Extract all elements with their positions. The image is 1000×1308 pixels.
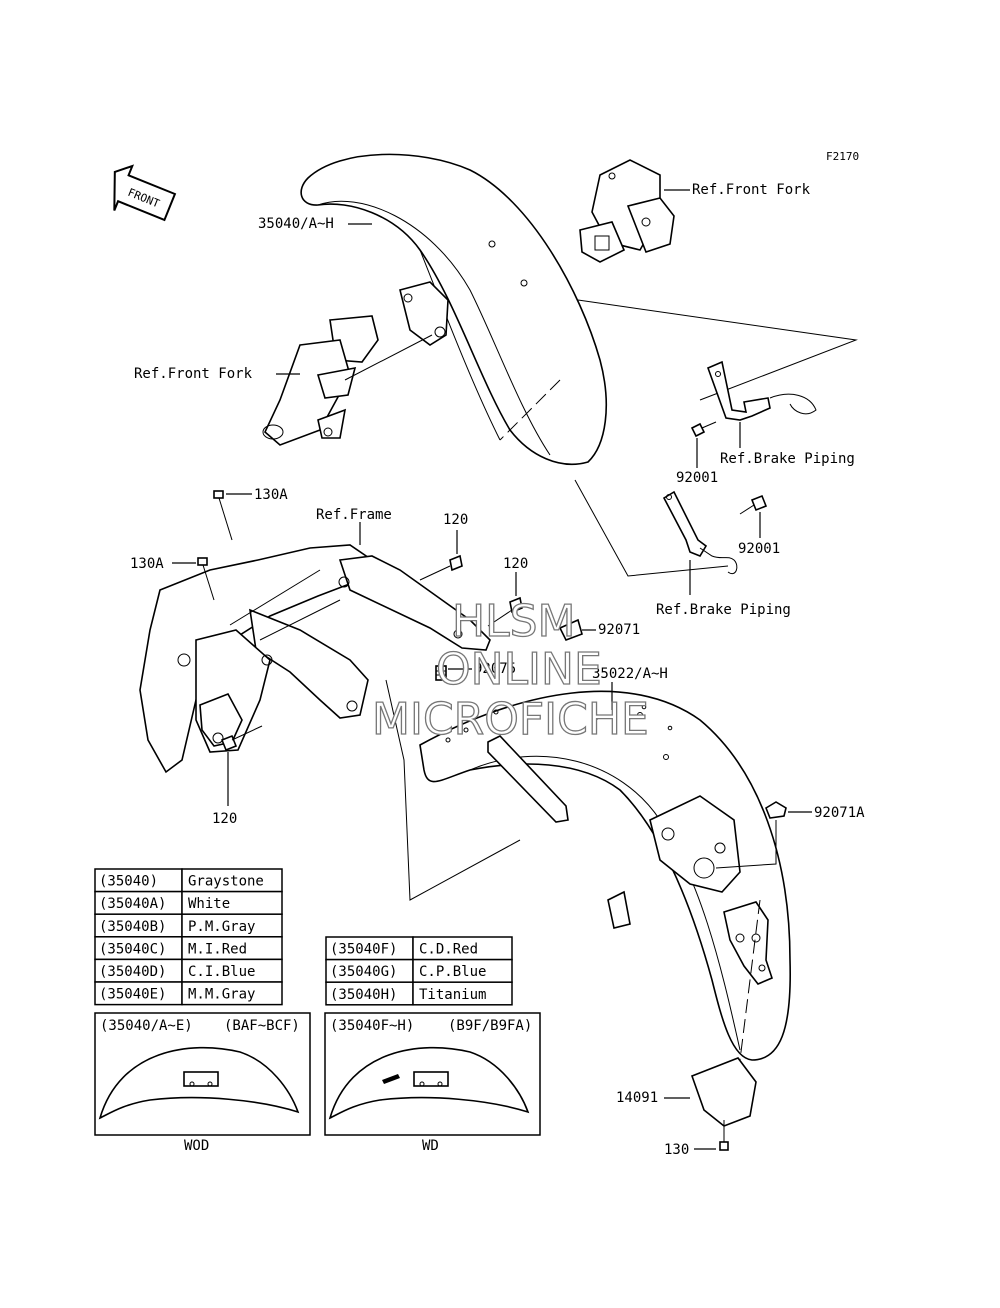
variant-range-wod: (35040/A~E): [100, 1018, 193, 1034]
color-name: P.M.Gray: [188, 919, 255, 935]
hidden-line-front: [499, 379, 561, 441]
color-name: C.I.Blue: [188, 964, 255, 980]
watermark-line-2: ONLINE: [436, 644, 602, 695]
label-ref-front-fork-top: Ref.Front Fork: [692, 182, 811, 198]
variant-box-wod: (35040/A~E) (BAF~BCF): [94, 1012, 311, 1136]
color-code: (35040E): [99, 987, 166, 1003]
figure-code: F2170: [826, 150, 859, 163]
part-14091: [690, 1057, 757, 1127]
color-name: Titanium: [419, 987, 486, 1003]
color-code: (35040G): [330, 964, 397, 980]
watermark-line-1: HLSM: [452, 596, 576, 647]
bolt-120-a: [419, 554, 463, 581]
color-code: (35040B): [99, 919, 166, 935]
color-row: (35040) Graystone: [94, 868, 283, 893]
variant-range-wd: (35040F~H): [330, 1018, 414, 1034]
variant-models-wd: (B9F/B9FA): [448, 1018, 532, 1034]
watermark-line-3: MICROFICHE: [372, 694, 649, 745]
color-row: (35040E) M.M.Gray: [94, 981, 283, 1006]
rear-frame: [139, 544, 491, 774]
label-14091: 14091: [616, 1090, 658, 1106]
color-row: (35040B) P.M.Gray: [94, 913, 283, 938]
color-code: (35040F): [330, 942, 397, 958]
color-row: (35040A) White: [94, 890, 283, 915]
label-ref-frame: Ref.Frame: [316, 507, 392, 523]
label-120-b: 120: [503, 556, 528, 572]
brake-piping-clamp-1: [706, 360, 817, 421]
bolt-130A-b: [197, 557, 215, 601]
color-table-right: (35040F) C.D.Red (35040G) C.P.Blue (35040H) T…: [325, 936, 513, 1006]
color-name: C.P.Blue: [419, 964, 486, 980]
color-name: Graystone: [188, 874, 264, 890]
part-92075: [435, 665, 447, 681]
bolt-130: [719, 1120, 729, 1151]
brake-piping-clamp-2: [662, 490, 738, 574]
label-ref-brake-piping-1: Ref.Brake Piping: [720, 451, 855, 467]
label-92001-a: 92001: [676, 470, 718, 486]
color-row: (35040C) M.I.Red: [94, 936, 283, 961]
bolt-92001-a: [690, 421, 717, 438]
part-92071A: [765, 801, 787, 819]
color-name: White: [188, 896, 230, 912]
leader-fender-brake-1: [577, 299, 858, 401]
label-ref-brake-piping-2: Ref.Brake Piping: [656, 602, 791, 618]
label-92071A: 92071A: [814, 805, 865, 821]
leader-fork-to-fender: [344, 334, 433, 381]
front-fork-upper: [579, 159, 675, 263]
leader-frame-fender: [385, 679, 521, 901]
variant-caption-wd: WD: [422, 1138, 439, 1154]
color-table-left: (35040) Graystone (35040A) White (35040B) P.M…: [94, 868, 283, 1006]
label-rear-fender: 35022/A~H: [592, 666, 668, 682]
label-130A-a: 130A: [254, 487, 288, 503]
color-code: (35040C): [99, 941, 166, 957]
label-130A-b: 130A: [130, 556, 164, 572]
label-front-fender: 35040/A~H: [258, 216, 334, 232]
label-130: 130: [664, 1142, 689, 1158]
color-row: (35040D) C.I.Blue: [94, 958, 283, 983]
label-92001-b: 92001: [738, 541, 780, 557]
label-ref-front-fork-left: Ref.Front Fork: [134, 366, 253, 382]
color-code: (35040A): [99, 896, 166, 912]
variant-caption-wod: WOD: [184, 1138, 209, 1154]
label-120-c: 120: [212, 811, 237, 827]
front-fender: [300, 153, 608, 466]
front-arrow-icon: FRONT: [113, 164, 177, 222]
bolt-130A-a: [213, 490, 233, 541]
variant-models-wod: (BAF~BCF): [224, 1018, 300, 1034]
hidden-line-rear: [739, 899, 761, 1061]
color-row: (35040G) C.P.Blue: [325, 958, 513, 983]
label-92075: 92075: [474, 661, 516, 677]
leader-fender-brake-2: [574, 479, 729, 577]
label-120-a: 120: [443, 512, 468, 528]
bolt-120-c: [220, 725, 263, 752]
leader-92071A-to-bracket: [715, 820, 777, 869]
color-code: (35040): [99, 874, 158, 890]
part-92071: [558, 618, 583, 642]
color-name: C.D.Red: [419, 942, 478, 958]
color-name: M.M.Gray: [188, 987, 255, 1003]
label-92071: 92071: [598, 622, 640, 638]
color-name: M.I.Red: [188, 941, 247, 957]
front-fork-lower: [262, 315, 379, 446]
color-row: (35040H) Titanium: [325, 981, 513, 1006]
bolt-92001-b: [739, 494, 768, 515]
color-row: (35040F) C.D.Red: [325, 936, 513, 961]
watermark: HLSM ONLINE MICROFICHE: [371, 595, 649, 745]
color-code: (35040H): [330, 987, 397, 1003]
bolt-120-b: [487, 596, 523, 627]
color-code: (35040D): [99, 964, 166, 980]
variant-box-wd: (35040F~H) (B9F/B9FA): [324, 1012, 541, 1136]
